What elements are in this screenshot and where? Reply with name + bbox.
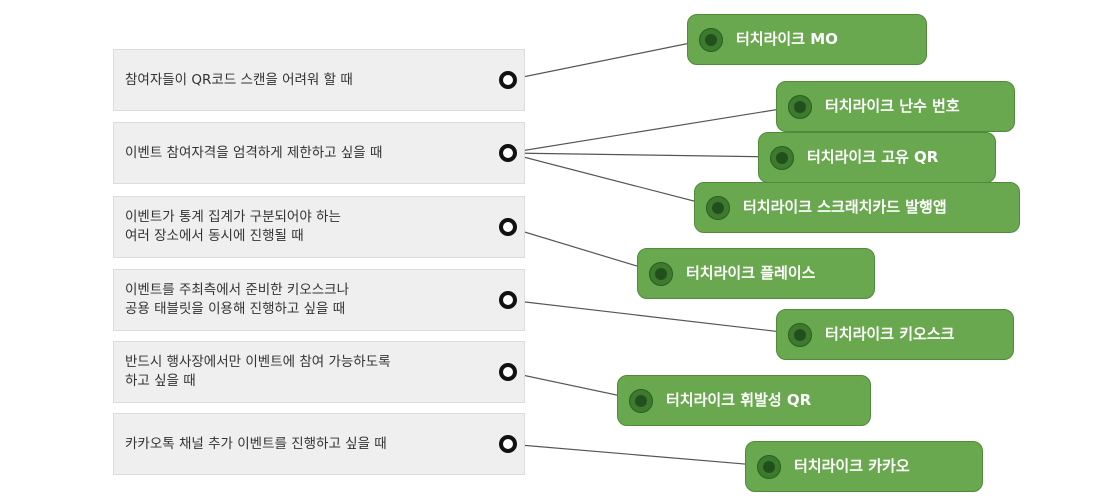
product-button-place[interactable]: 터치라이크 플레이스: [637, 248, 875, 299]
radio-dot-icon: [757, 455, 781, 479]
connector-node: [499, 144, 517, 162]
product-label: 터치라이크 카카오: [794, 457, 910, 475]
radio-dot-icon: [788, 323, 812, 347]
connector-node: [499, 291, 517, 309]
scenario-text: 카카오톡 채널 추가 이벤트를 진행하고 싶을 때: [125, 435, 387, 452]
product-button-random-number[interactable]: 터치라이크 난수 번호: [776, 81, 1015, 132]
scenario-box-venue-only: 반드시 행사장에서만 이벤트에 참여 가능하도록 하고 싶을 때: [113, 341, 525, 403]
radio-dot-icon: [649, 262, 673, 286]
connector-line: [507, 105, 800, 154]
radio-dot-icon: [699, 28, 723, 52]
scenario-text: 이벤트 참여자격을 엄격하게 제한하고 싶을 때: [125, 144, 383, 161]
scenario-box-qr-difficulty: 참여자들이 QR코드 스캔을 어려워 할 때: [113, 49, 525, 111]
connector-line: [507, 299, 800, 335]
radio-dot-icon: [629, 389, 653, 413]
scenario-box-kiosk-tablet: 이벤트를 주최측에서 준비한 키오스크나 공용 태블릿을 이용해 진행하고 싶을…: [113, 269, 525, 331]
scenario-box-restrict-eligibility: 이벤트 참여자격을 엄격하게 제한하고 싶을 때: [113, 122, 525, 184]
connector-line: [507, 226, 661, 274]
product-label: 터치라이크 고유 QR: [807, 148, 939, 166]
product-button-volatile-qr[interactable]: 터치라이크 휘발성 QR: [617, 375, 871, 426]
radio-dot-icon: [770, 146, 794, 170]
connector-line: [507, 443, 769, 467]
product-button-kiosk[interactable]: 터치라이크 키오스크: [776, 309, 1014, 360]
radio-dot-icon: [788, 95, 812, 119]
product-label: 터치라이크 키오스크: [825, 325, 955, 343]
scenario-box-kakao-channel: 카카오톡 채널 추가 이벤트를 진행하고 싶을 때: [113, 413, 525, 475]
scenario-text: 참여자들이 QR코드 스캔을 어려워 할 때: [125, 71, 353, 88]
connector-node: [499, 218, 517, 236]
scenario-box-multi-location: 이벤트가 통계 집계가 구분되어야 하는 여러 장소에서 동시에 진행될 때: [113, 196, 525, 258]
product-button-scratch-card-app[interactable]: 터치라이크 스크래치카드 발행앱: [694, 182, 1020, 233]
product-button-unique-qr[interactable]: 터치라이크 고유 QR: [758, 132, 996, 183]
radio-dot-icon: [706, 196, 730, 220]
connector-node: [499, 435, 517, 453]
connector-line: [507, 152, 718, 208]
scenario-text: 반드시 행사장에서만 이벤트에 참여 가능하도록 하고 싶을 때: [125, 354, 391, 389]
connector-line: [507, 38, 711, 81]
scenario-text: 이벤트를 주최측에서 준비한 키오스크나 공용 태블릿을 이용해 진행하고 싶을…: [125, 282, 350, 317]
connector-node: [499, 71, 517, 89]
product-label: 터치라이크 플레이스: [686, 264, 816, 282]
scenario-text: 이벤트가 통계 집계가 구분되어야 하는 여러 장소에서 동시에 진행될 때: [125, 209, 341, 244]
product-label: 터치라이크 휘발성 QR: [666, 391, 812, 409]
product-label: 터치라이크 MO: [736, 30, 838, 48]
product-button-kakao[interactable]: 터치라이크 카카오: [745, 441, 983, 492]
connector-node: [499, 363, 517, 381]
connector-line: [507, 152, 782, 158]
product-label: 터치라이크 스크래치카드 발행앱: [743, 198, 947, 216]
product-button-mo[interactable]: 터치라이크 MO: [687, 14, 927, 65]
product-label: 터치라이크 난수 번호: [825, 97, 960, 115]
